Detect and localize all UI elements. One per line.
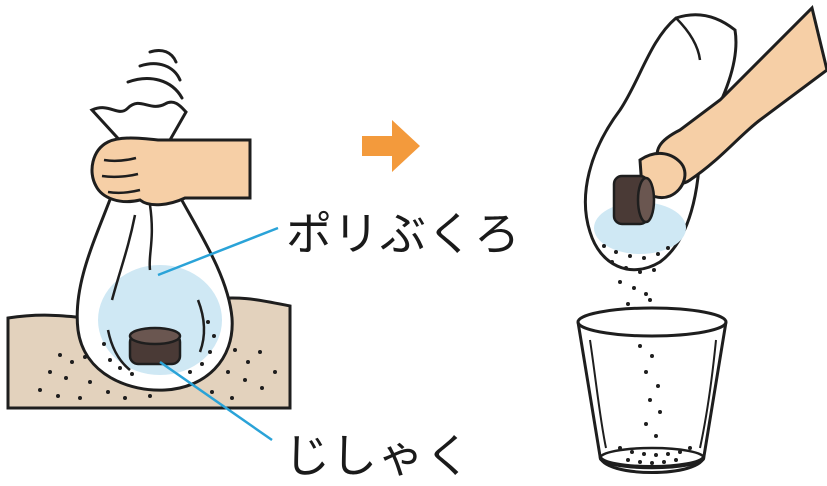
bag-label: ポリぶくろ <box>286 198 521 264</box>
magnet-label: じしゃく <box>284 420 472 486</box>
shake-motion-lines <box>128 50 182 98</box>
magnet-left <box>130 328 180 364</box>
hand-left <box>92 138 250 205</box>
arrow-right-icon <box>362 120 420 172</box>
magnet-right <box>614 176 654 224</box>
glass-cup <box>578 308 726 473</box>
right-scene <box>578 8 827 473</box>
left-scene <box>8 50 290 440</box>
